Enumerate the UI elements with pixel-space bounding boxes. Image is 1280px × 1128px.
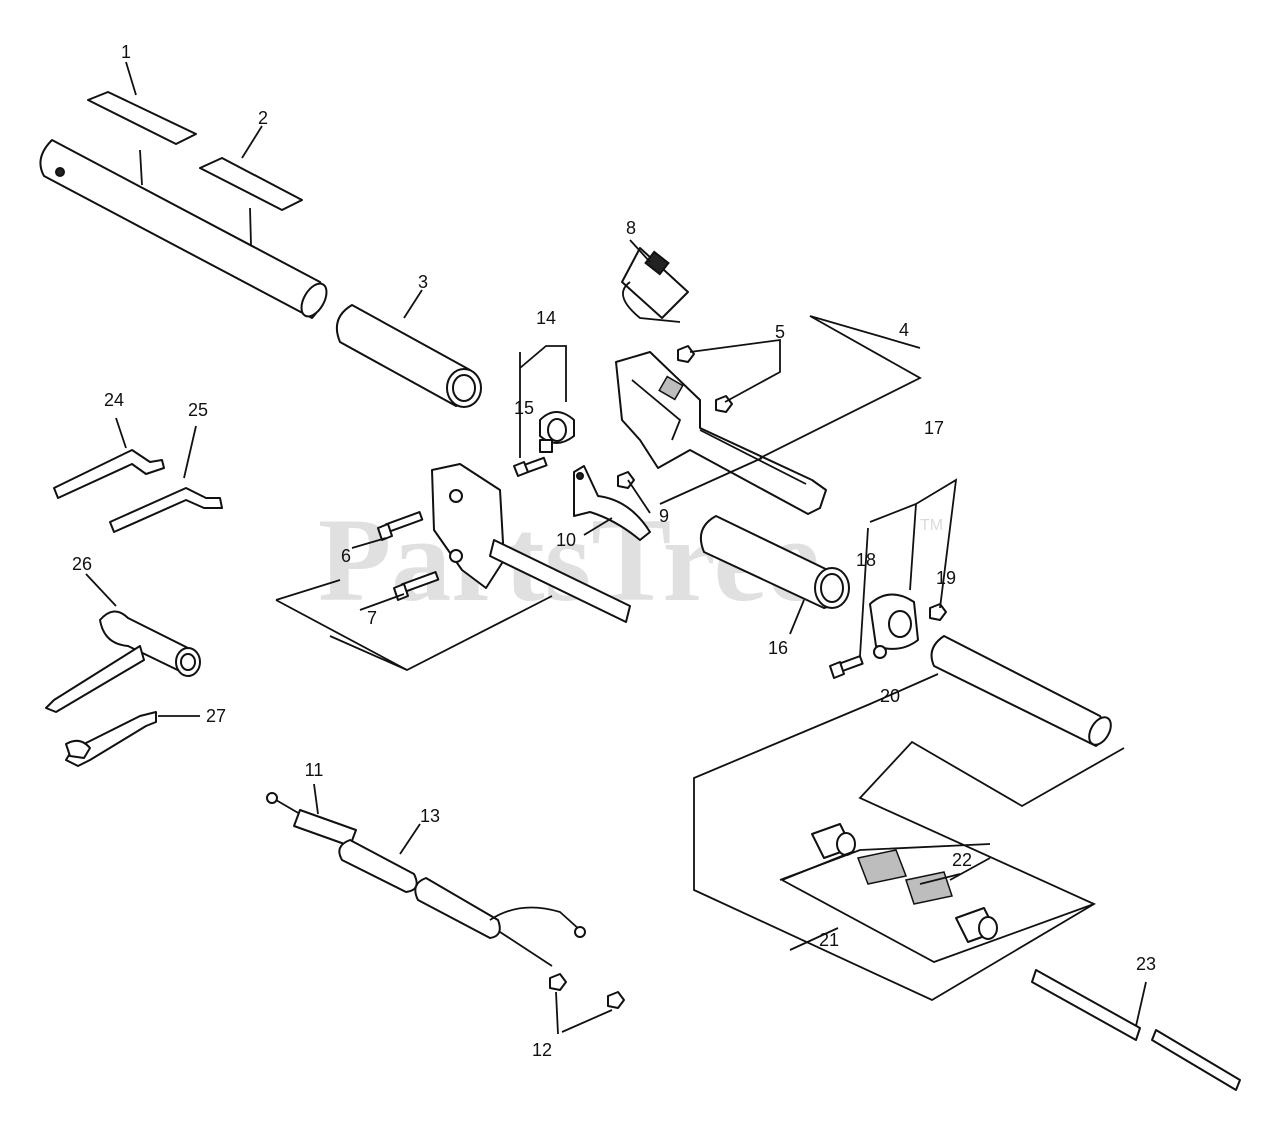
part-11-throttle-cable[interactable] xyxy=(266,792,357,847)
main-shaft-tube[interactable] xyxy=(39,139,331,321)
part-21-coupler-rear[interactable] xyxy=(955,907,998,943)
part-21-coupler[interactable] xyxy=(811,823,856,859)
part-25-hex-key[interactable] xyxy=(109,487,223,533)
part-7-screw[interactable] xyxy=(393,571,440,601)
part-27-open-wrench[interactable] xyxy=(65,711,157,767)
callout-6[interactable]: 6 xyxy=(341,546,351,566)
part-10-throttle-trigger[interactable] xyxy=(573,465,651,541)
part-1-label-decal[interactable] xyxy=(87,91,197,145)
handle-left-half[interactable] xyxy=(431,463,631,623)
part-12-nut[interactable] xyxy=(549,973,625,1009)
callout-5[interactable]: 5 xyxy=(775,322,785,342)
part-8-stop-switch[interactable] xyxy=(621,247,689,323)
leader-lines xyxy=(85,61,1147,1035)
callout-8[interactable]: 8 xyxy=(626,218,636,238)
callout-25[interactable]: 25 xyxy=(188,400,208,420)
callout-23[interactable]: 23 xyxy=(1136,954,1156,974)
part-18-bolt[interactable] xyxy=(829,655,864,679)
part-20-drive-tube[interactable] xyxy=(930,635,1116,748)
callout-numbers: 1 2 3 4 5 6 7 8 9 10 11 12 13 14 15 16 1… xyxy=(72,42,1156,1060)
callout-20[interactable]: 20 xyxy=(880,686,900,706)
watermark-trademark: TM xyxy=(920,517,943,534)
part-24-hex-key[interactable] xyxy=(53,449,165,499)
part-22-spline-insert[interactable] xyxy=(856,849,953,905)
part-14-handle-clamp[interactable] xyxy=(539,411,575,453)
callout-15[interactable]: 15 xyxy=(514,398,534,418)
callout-1[interactable]: 1 xyxy=(121,42,131,62)
part-17-handle-clamp[interactable] xyxy=(869,593,919,659)
callout-16[interactable]: 16 xyxy=(768,638,788,658)
callout-3[interactable]: 3 xyxy=(418,272,428,292)
callout-7[interactable]: 7 xyxy=(367,608,377,628)
callout-27[interactable]: 27 xyxy=(206,706,226,726)
part-26-plug-wrench[interactable] xyxy=(45,610,201,713)
callout-19[interactable]: 19 xyxy=(936,568,956,588)
callout-11[interactable]: 11 xyxy=(305,760,324,780)
callout-17[interactable]: 17 xyxy=(924,418,944,438)
callout-12[interactable]: 12 xyxy=(532,1040,552,1060)
part-4-throttle-housing[interactable] xyxy=(615,351,827,515)
part-19-nut[interactable] xyxy=(929,603,947,621)
callout-14[interactable]: 14 xyxy=(536,308,556,328)
part-23-flex-shaft[interactable] xyxy=(1031,969,1241,1091)
callout-21[interactable]: 21 xyxy=(819,930,839,950)
callout-18[interactable]: 18 xyxy=(856,550,876,570)
callout-4[interactable]: 4 xyxy=(899,320,909,340)
part-3-grip-sleeve[interactable] xyxy=(336,304,482,408)
part-6-screw[interactable] xyxy=(377,511,424,541)
part-13-cable-tube[interactable] xyxy=(338,839,586,967)
part-2-label-decal[interactable] xyxy=(199,157,303,211)
callout-2[interactable]: 2 xyxy=(258,108,268,128)
callout-10[interactable]: 10 xyxy=(556,530,576,550)
callout-22[interactable]: 22 xyxy=(952,850,972,870)
callout-13[interactable]: 13 xyxy=(420,806,440,826)
callout-24[interactable]: 24 xyxy=(104,390,124,410)
part-16-rear-grip[interactable] xyxy=(700,515,850,609)
callout-26[interactable]: 26 xyxy=(72,554,92,574)
callout-9[interactable]: 9 xyxy=(659,506,669,526)
part-15-bolt[interactable] xyxy=(513,456,548,477)
